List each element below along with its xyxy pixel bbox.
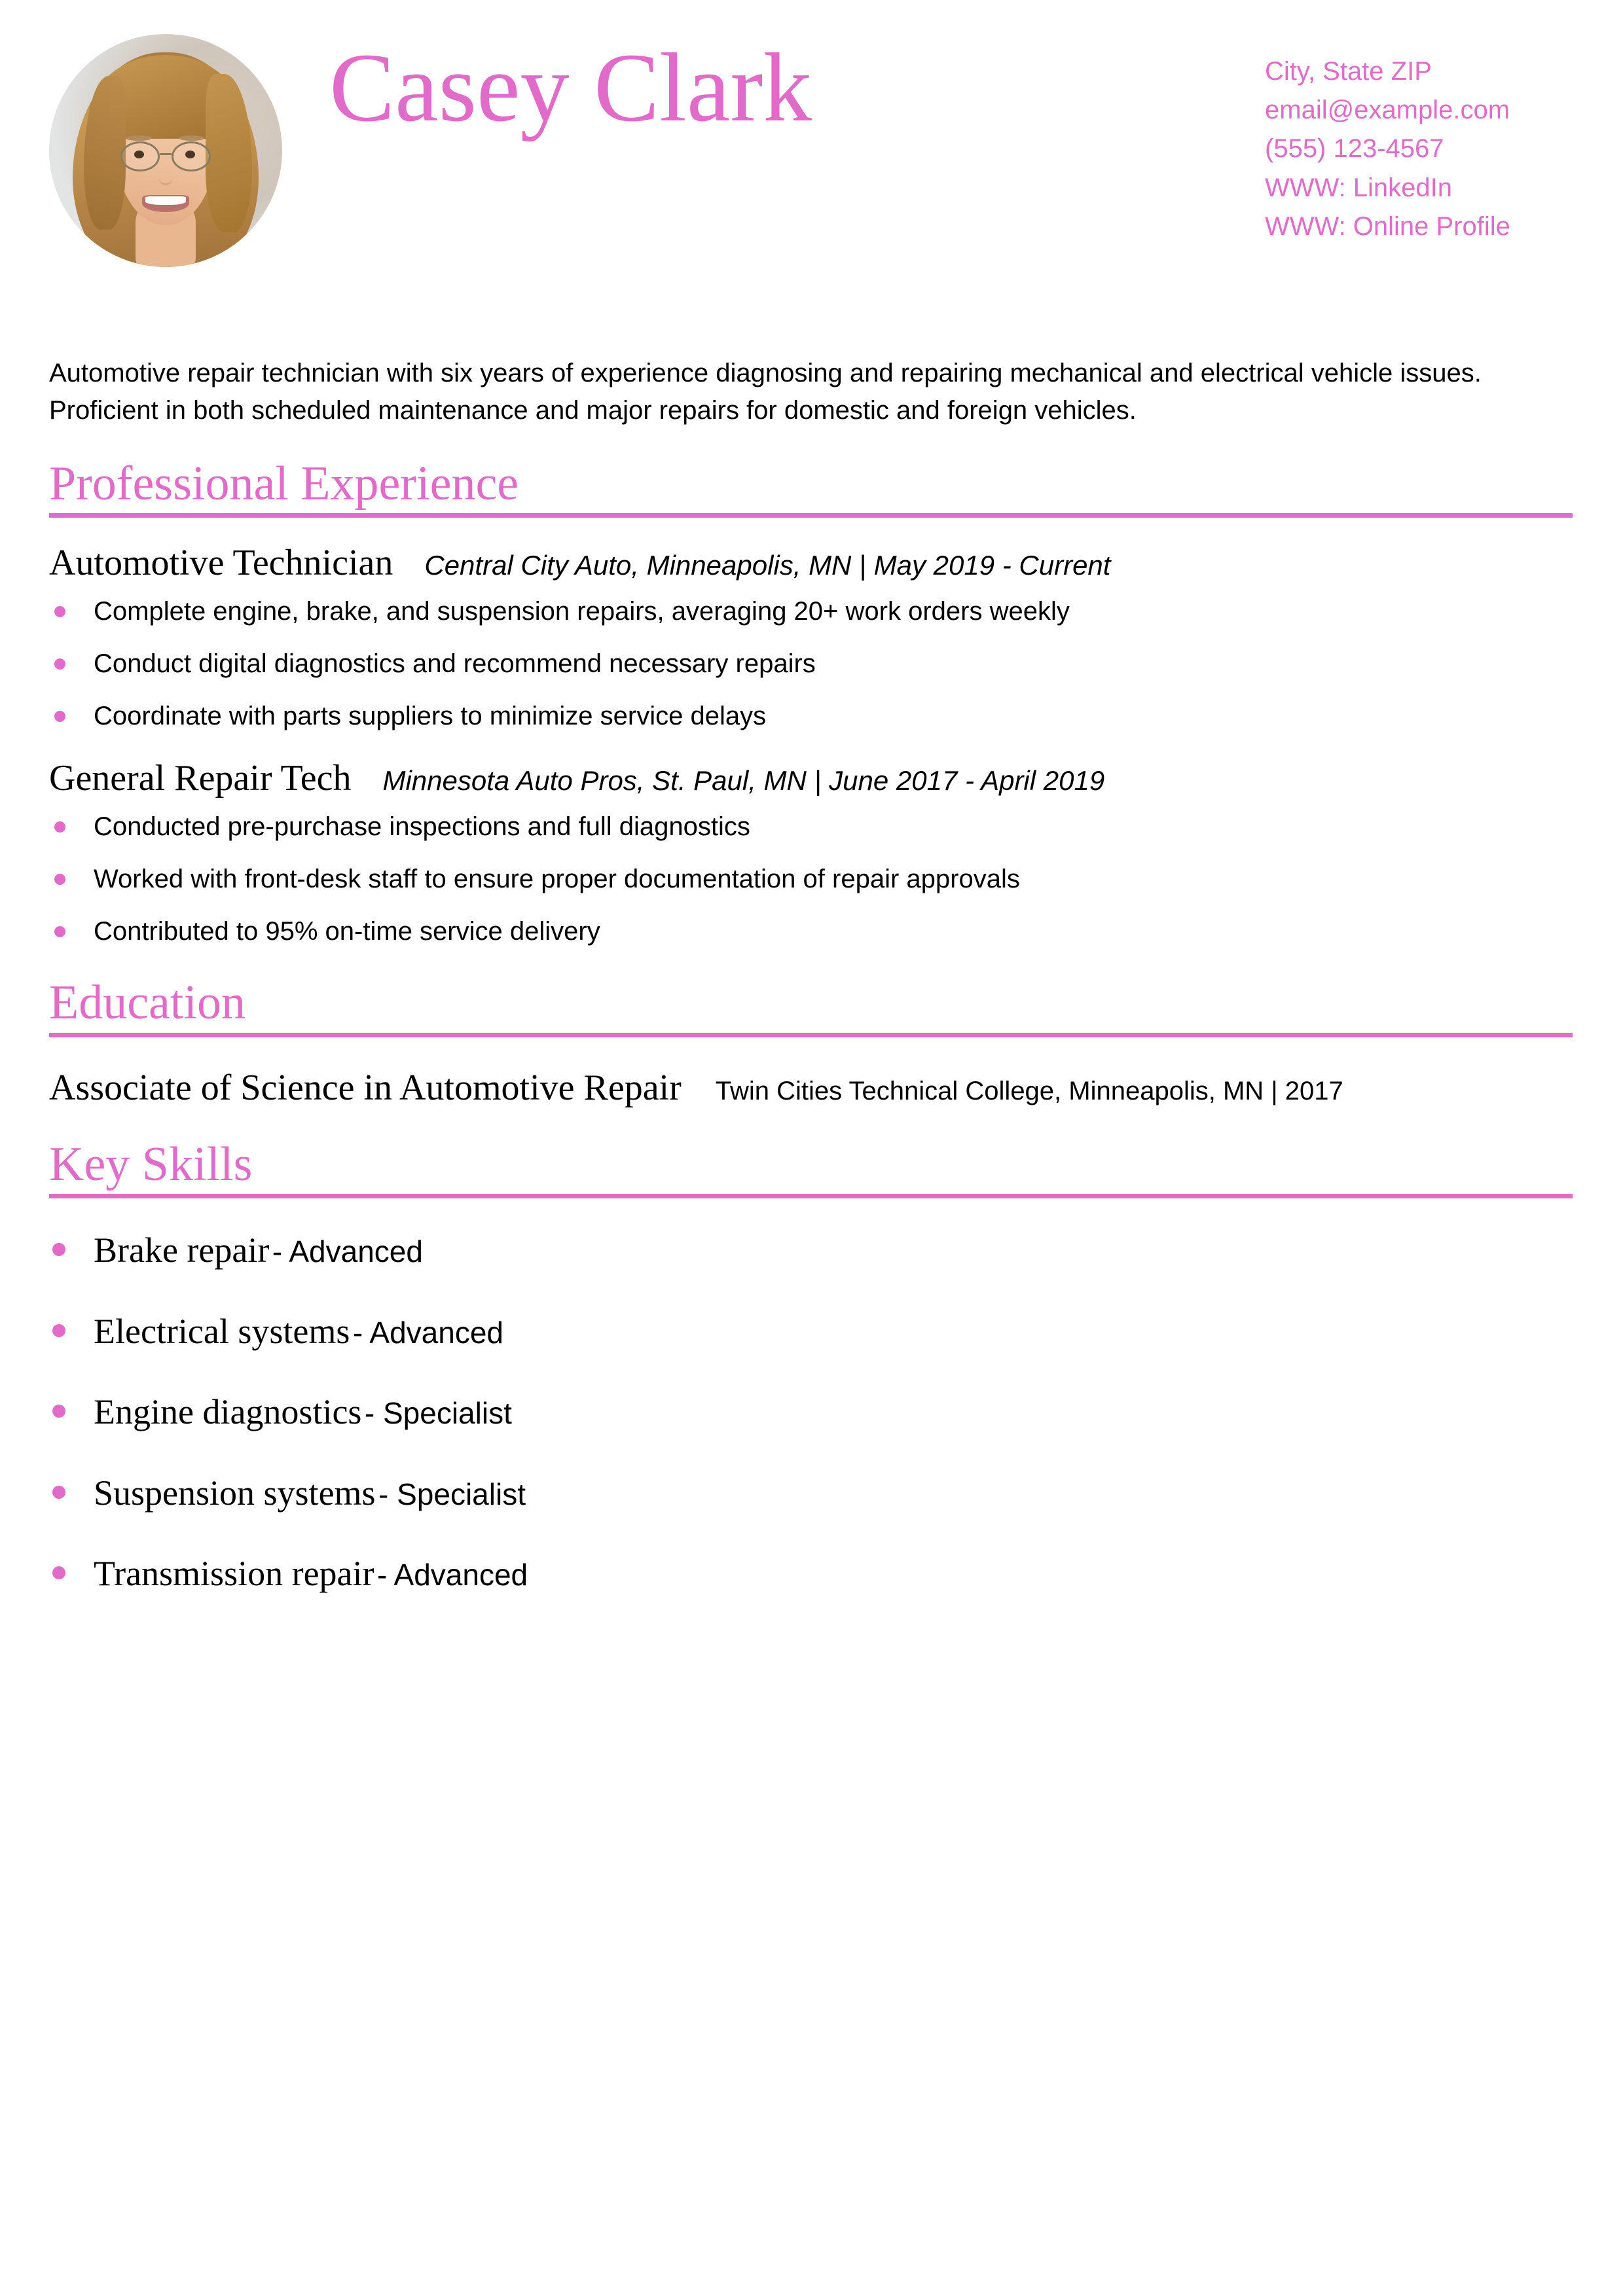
skill-name: Brake repair — [94, 1230, 270, 1270]
skill-level: - Advanced — [352, 1315, 503, 1350]
skill-level: - Advanced — [376, 1558, 528, 1592]
list-item: Electrical systems - Advanced — [49, 1310, 1573, 1354]
contact-email[interactable]: email@example.com — [1265, 96, 1510, 125]
section-education: Education Associate of Science in Automo… — [49, 977, 1573, 1110]
list-item: Complete engine, brake, and suspension r… — [49, 594, 1573, 628]
section-heading-experience: Professional Experience — [49, 456, 519, 511]
contact-linkedin[interactable]: WWW: LinkedIn — [1265, 173, 1452, 202]
contact-website[interactable]: WWW: Online Profile — [1265, 211, 1510, 241]
experience-entry-header: General Repair Tech Minnesota Auto Pros,… — [49, 757, 1573, 800]
job-title: Automotive Technician — [49, 543, 393, 584]
list-item: Suspension systems - Specialist — [49, 1471, 1573, 1516]
education-entry: Associate of Science in Automotive Repai… — [49, 1066, 1573, 1110]
job-meta: Minnesota Auto Pros, St. Paul, MN | June… — [382, 765, 1105, 797]
header-right: Casey Clark City, State ZIP email@exampl… — [282, 0, 1573, 246]
job-responsibility-list: Conducted pre-purchase inspections and f… — [49, 810, 1573, 948]
job-meta: Central City Auto, Minneapolis, MN | May… — [424, 550, 1111, 581]
contact-phone[interactable]: (555) 123-4567 — [1265, 134, 1444, 164]
education-entry-header: Associate of Science in Automotive Repai… — [49, 1066, 1573, 1110]
section-divider — [49, 1194, 1573, 1199]
skill-level: - Specialist — [364, 1396, 512, 1431]
list-item: Conducted pre-purchase inspections and f… — [49, 810, 1573, 844]
avatar — [49, 34, 282, 267]
skills-list: Brake repair - Advanced Electrical syste… — [49, 1229, 1573, 1596]
list-item: Contributed to 95% on-time service deliv… — [49, 914, 1573, 948]
list-item: Conduct digital diagnostics and recommen… — [49, 647, 1573, 681]
skill-level: - Specialist — [378, 1477, 526, 1511]
section-divider — [49, 513, 1573, 518]
experience-entry: Automotive Technician Central City Auto,… — [49, 541, 1573, 733]
skill-name: Suspension systems — [94, 1473, 376, 1513]
contact-location: City, State ZIP — [1265, 57, 1432, 86]
degree-title: Associate of Science in Automotive Repai… — [49, 1067, 682, 1108]
skill-name: Transmission repair — [94, 1554, 374, 1594]
section-heading-education: Education — [49, 976, 246, 1030]
school-meta: Twin Cities Technical College, Minneapol… — [715, 1076, 1343, 1105]
page-title: Casey Clark — [329, 33, 812, 142]
section-divider — [49, 1032, 1573, 1037]
section-professional-experience: Professional Experience Automotive Techn… — [49, 456, 1573, 949]
section-heading-skills: Key Skills — [49, 1138, 253, 1192]
skill-name: Electrical systems — [94, 1311, 350, 1351]
job-responsibility-list: Complete engine, brake, and suspension r… — [49, 594, 1573, 733]
resume-content: Automotive repair technician with six ye… — [0, 355, 1623, 1596]
list-item: Brake repair - Advanced — [49, 1229, 1573, 1273]
skill-level: - Advanced — [272, 1234, 423, 1269]
resume-header: Casey Clark City, State ZIP email@exampl… — [0, 0, 1623, 308]
list-item: Worked with front-desk staff to ensure p… — [49, 862, 1573, 896]
contact-block: City, State ZIP email@example.com (555) … — [1265, 38, 1573, 246]
list-item: Engine diagnostics - Specialist — [49, 1390, 1573, 1435]
profile-photo-icon — [49, 34, 282, 267]
experience-entry: General Repair Tech Minnesota Auto Pros,… — [49, 757, 1573, 948]
experience-entry-header: Automotive Technician Central City Auto,… — [49, 541, 1573, 585]
professional-summary: Automotive repair technician with six ye… — [49, 359, 1482, 425]
list-item: Coordinate with parts suppliers to minim… — [49, 699, 1573, 733]
section-key-skills: Key Skills Brake repair - Advanced Elect… — [49, 1139, 1573, 1596]
list-item: Transmission repair - Advanced — [49, 1552, 1573, 1596]
job-title: General Repair Tech — [49, 758, 352, 799]
skill-name: Engine diagnostics — [94, 1392, 362, 1432]
